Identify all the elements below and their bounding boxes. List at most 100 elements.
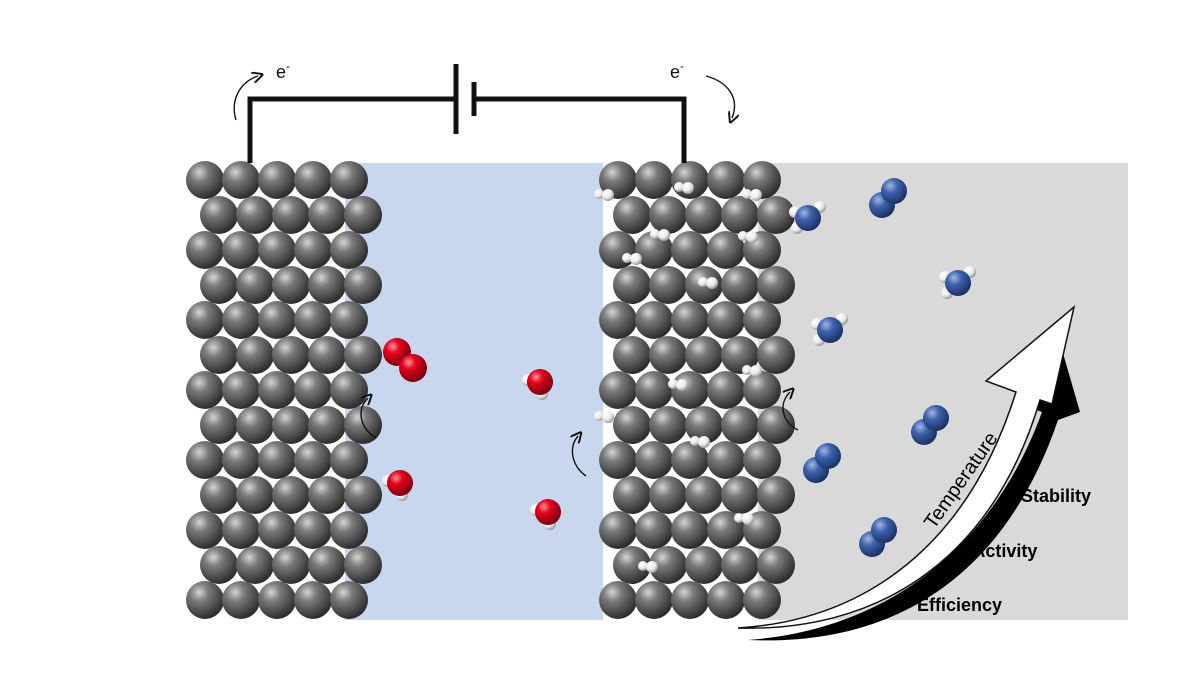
h2o-molecule [382,470,413,501]
right-electrode-atom [685,336,723,374]
h2o-molecule [522,369,553,400]
left-electrode-atom [236,336,274,374]
left-electrode-atom [294,231,332,269]
left-electrode-atom [186,371,224,409]
hydrogen-atom [676,379,688,391]
electron-flow-arrow-left [233,76,258,121]
n2-molecule [911,405,949,445]
hydrogen-atom [602,411,614,423]
left-electrode-atom [272,266,310,304]
right-electrode-atom [671,441,709,479]
right-electrode-atom [599,581,637,619]
hydrogen-atom [594,411,604,421]
left-electrode-atom [344,266,382,304]
right-electrode-atom [721,546,759,584]
right-electrode-atom [707,581,745,619]
property-stability: - Stability [1010,486,1091,506]
left-electrode-atom [222,511,260,549]
left-electrode-atom [186,231,224,269]
left-electrode-atom [258,161,296,199]
right-electrode-atom [613,336,651,374]
left-electrode-atom [258,511,296,549]
right-electrode-atom [671,581,709,619]
right-electrode [599,161,795,619]
wire-right [474,96,687,163]
hydrogen-atom [746,231,758,243]
nitrogen-atom [881,178,907,204]
left-electrode-atom [272,476,310,514]
left-electrode-atom [258,301,296,339]
nh3-molecule [811,313,848,346]
left-electrode-atom [330,441,368,479]
left-electrode-atom [222,441,260,479]
left-electrode-atom [236,546,274,584]
hydrogen-atom [658,229,670,241]
oxygen-atom [535,499,561,525]
left-electrode-atom [330,301,368,339]
nitrogen-atom [795,205,821,231]
right-electrode-atom [671,231,709,269]
right-electrode-atom [649,336,687,374]
right-electrode-atom [671,301,709,339]
left-electrode-atom [258,371,296,409]
left-electrode-atom [344,336,382,374]
adsorbed-hydrogen [734,513,754,525]
left-electrode-atom [200,476,238,514]
left-electrode-atom [272,546,310,584]
left-electrode-atom [294,161,332,199]
temperature-arrow-body [737,304,1076,629]
adsorbed-hydrogen [698,277,718,289]
right-electrode-atom [743,301,781,339]
left-electrode-atom [294,301,332,339]
hydrogen-atom [750,365,762,377]
right-electrode-atom [757,546,795,584]
hydrogen-atom [750,189,762,201]
right-electrode-atom [707,441,745,479]
right-electrode-atom [707,301,745,339]
right-electrode-atom [613,196,651,234]
right-electrode-atom [685,476,723,514]
hydrogen-atom [690,436,700,446]
adsorbed-hydrogen [742,189,762,201]
electrolyte-region [345,163,603,620]
right-electrode-atom [685,196,723,234]
right-electrode-atom [649,196,687,234]
right-electrode-atom [757,336,795,374]
hydrogen-atom [638,561,648,571]
electron-label-left: e- [276,59,290,82]
hydrogen-atom [698,277,708,287]
left-electrode-atom [294,371,332,409]
right-electrode-atom [671,371,709,409]
right-electrode-atom [613,406,651,444]
left-electrode-atom [330,511,368,549]
right-electrode-atom [599,301,637,339]
hydrogen-atom [698,436,710,448]
right-electrode-atom [757,196,795,234]
right-electrode-atom [635,581,673,619]
adsorbed-hydrogen [594,411,614,423]
left-electrode-atom [330,581,368,619]
n2-molecule [859,517,897,557]
left-electrode-atom [272,406,310,444]
left-electrode-atom [222,371,260,409]
nitrogen-atom [923,405,949,431]
nitrogen-atom [945,270,971,296]
hydrogen-atom [674,182,684,192]
hydrogen-atom [668,379,678,389]
external-circuit [247,64,687,163]
hydrogen-atom [594,189,604,199]
left-electrode-atom [200,406,238,444]
left-electrode-atom [258,581,296,619]
left-electrode [186,161,382,619]
left-electrode-atom [222,161,260,199]
left-electrode-atom [272,336,310,374]
reaction-arrow-2 [572,436,587,477]
molecules-layer [382,178,976,573]
right-electrode-atom [599,231,637,269]
right-electrode-atom [649,406,687,444]
left-electrode-atom [222,231,260,269]
left-electrode-atom [344,546,382,584]
hydrogen-atom [742,513,754,525]
left-electrode-atom [308,196,346,234]
left-electrode-atom [330,161,368,199]
